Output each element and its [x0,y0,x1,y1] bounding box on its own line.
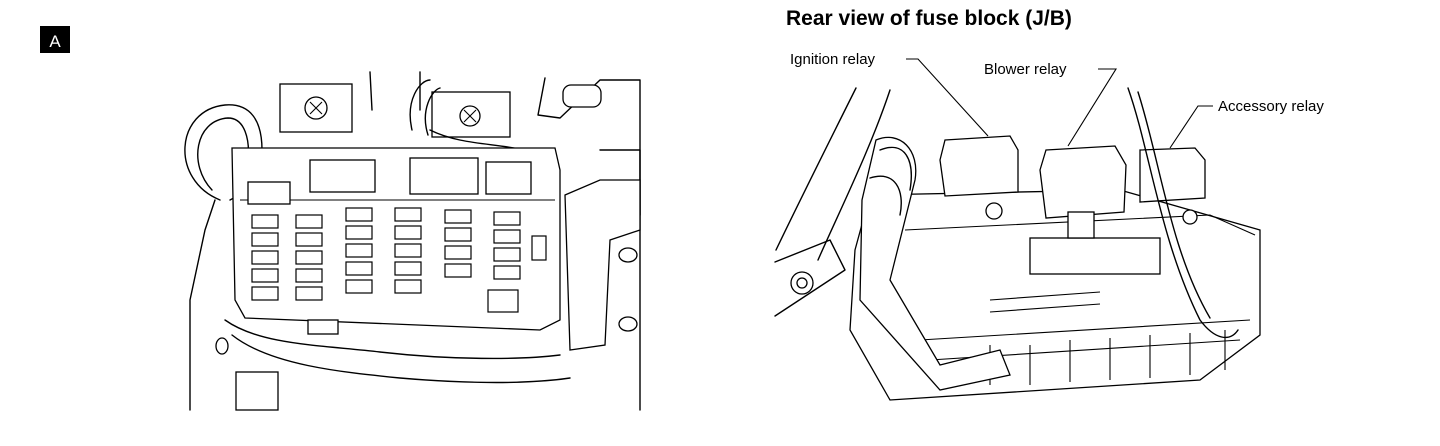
connector-2 [409,157,479,195]
panel-hole [215,337,229,355]
fuse [493,247,521,262]
mount-bracket [774,239,846,317]
block-hole-2 [1182,209,1198,225]
fuse [493,211,521,226]
ignition-relay-label: Ignition relay [790,51,876,68]
bracket-hole-lower [618,316,638,332]
fuse [394,207,422,222]
block-hole-1 [985,202,1003,220]
fuse [444,263,472,278]
fuse-column-3 [345,207,373,294]
connector-1 [309,159,376,193]
harness-ring-1 [879,146,912,191]
fuse [394,225,422,240]
fuse-column-5 [444,209,472,278]
wire-right-2 [1137,91,1211,319]
fuse [345,225,373,240]
side-bracket [564,179,641,351]
rear-block-edge [904,214,1256,236]
fuse [251,268,279,283]
harness-loop-inner [197,117,250,191]
fuse [295,268,323,283]
ignition-relay-leader [906,58,989,137]
panel-left-edge [189,199,216,411]
fuse [251,250,279,265]
fuse [345,207,373,222]
harness-ring-2 [869,175,902,216]
blower-relay-shape [1039,145,1127,219]
accessory-relay-label: Accessory relay [1218,98,1324,115]
fuse [444,227,472,242]
rear-view-title: Rear view of fuse block (J/B) [786,7,1072,30]
fuse [345,243,373,258]
fuse [345,261,373,276]
fuse [345,279,373,294]
connector-4 [247,181,291,205]
fuse-column-4 [394,207,422,294]
panel-top-lines [369,71,421,111]
screw-right-slot [463,109,477,123]
blower-relay-leader [1067,68,1117,147]
badge-letter: A [49,32,61,51]
connector-3 [485,161,532,195]
fuse-grid [251,207,547,313]
accessory-relay-leader [1169,105,1213,149]
fuse [444,245,472,260]
fuse-side [531,235,547,261]
fuse-column-1 [251,214,279,301]
panel-block [235,371,279,411]
harness-clip [307,319,339,335]
fuse [295,232,323,247]
view-badge: A [40,26,70,53]
front-fuse-block-drawing [184,71,641,411]
screw-left-slot [309,101,323,115]
fuse [394,243,422,258]
connector-block [1029,237,1161,275]
fuse-column-6 [487,211,521,313]
fuse [444,209,472,224]
panel-right-frame [537,77,641,411]
harness-bottom-1 [224,319,561,360]
fuse [251,286,279,301]
rear-harness [859,136,1011,391]
fuse [251,232,279,247]
accessory-relay-shape [1139,147,1206,203]
fuse [295,286,323,301]
fuse-column-2 [295,214,323,301]
fuse [295,214,323,229]
dash-curve-1 [775,87,857,251]
fuse [295,250,323,265]
slot-lines [989,291,1101,313]
fuse-large [487,289,519,313]
fuse [251,214,279,229]
blower-relay-label: Blower relay [984,61,1067,78]
fuse [493,229,521,244]
ignition-relay-shape [939,135,1019,197]
fuse [394,279,422,294]
wire-right [1127,87,1239,339]
panel-slot [562,84,602,108]
badge-box [40,26,70,53]
connector-tab [1067,211,1095,239]
harness-bottom-2 [231,334,571,384]
bolt-center [796,277,808,289]
fuse [493,265,521,280]
bracket-hole-upper [618,247,638,263]
rear-fuse-block-drawing [774,87,1261,401]
fuse [394,261,422,276]
